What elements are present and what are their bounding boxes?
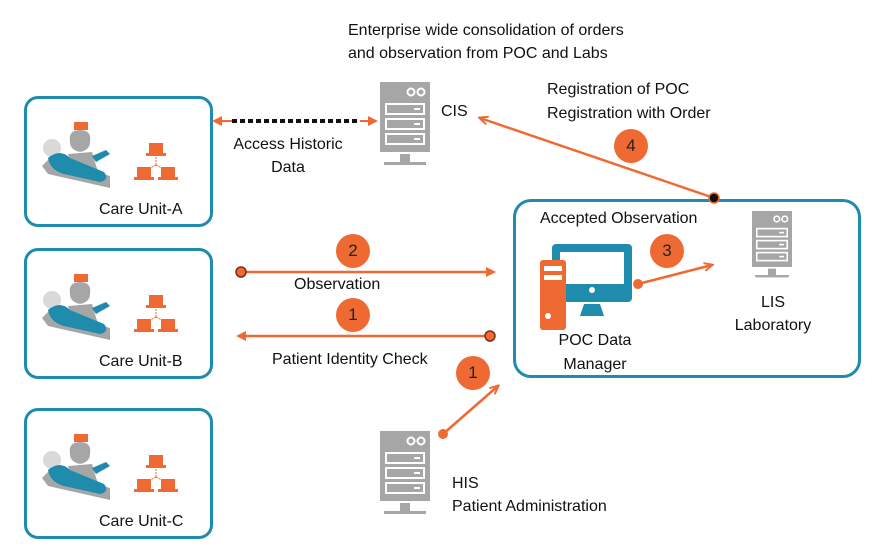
observation-arrow <box>235 266 496 278</box>
registration-line2: Registration with Order <box>547 105 711 122</box>
care-unit-b-laptops-icon <box>133 294 179 333</box>
patient-identity-label: Patient Identity Check <box>272 351 428 368</box>
access-historic-line1: Access Historic <box>233 136 343 153</box>
lis-label-line2: Laboratory <box>734 317 812 334</box>
observation-label: Observation <box>294 276 381 293</box>
lis-server-icon <box>751 210 793 279</box>
top-note-line2: and observation from POC and Labs <box>348 45 608 62</box>
step-1-identity-badge: 1 <box>336 298 370 332</box>
step-2-badge: 2 <box>336 234 370 268</box>
poc-desktop-icon <box>540 244 632 330</box>
access-historic-line2: Data <box>271 159 305 176</box>
accepted-observation-label: Accepted Observation <box>540 210 698 227</box>
cis-label: CIS <box>441 103 468 120</box>
his-to-poc-arrow <box>438 386 498 439</box>
care-unit-b-label: Care Unit-B <box>99 353 183 370</box>
cis-server-icon <box>379 81 431 166</box>
patient-identity-arrow <box>236 330 496 342</box>
registration-line1: Registration of POC <box>547 81 690 98</box>
care-unit-c-label: Care Unit-C <box>99 513 184 530</box>
care-unit-c-patient-icon <box>42 434 110 500</box>
poc-label-line2: Manager <box>563 356 627 373</box>
his-server-icon <box>379 430 431 515</box>
care-unit-c-laptops-icon <box>133 454 179 493</box>
lis-label-line1: LIS <box>760 294 785 311</box>
top-note-line1: Enterprise wide consolidation of orders <box>348 22 624 39</box>
poc-to-lis-arrow <box>633 265 712 289</box>
poc-label-line1: POC Data <box>558 332 632 349</box>
step-1-his-badge: 1 <box>456 356 490 390</box>
his-label-line1: HIS <box>452 475 479 492</box>
his-label-line2: Patient Administration <box>452 498 607 515</box>
care-unit-b-patient-icon <box>42 274 110 340</box>
step-3-badge: 3 <box>650 234 684 268</box>
step-4-badge: 4 <box>614 129 648 163</box>
care-unit-a-laptops-icon <box>133 142 179 181</box>
care-unit-a-label: Care Unit-A <box>99 201 183 218</box>
poc-to-cis-arrow <box>480 118 720 204</box>
access-historic-arrow <box>212 116 378 126</box>
care-unit-a-patient-icon <box>42 122 110 188</box>
